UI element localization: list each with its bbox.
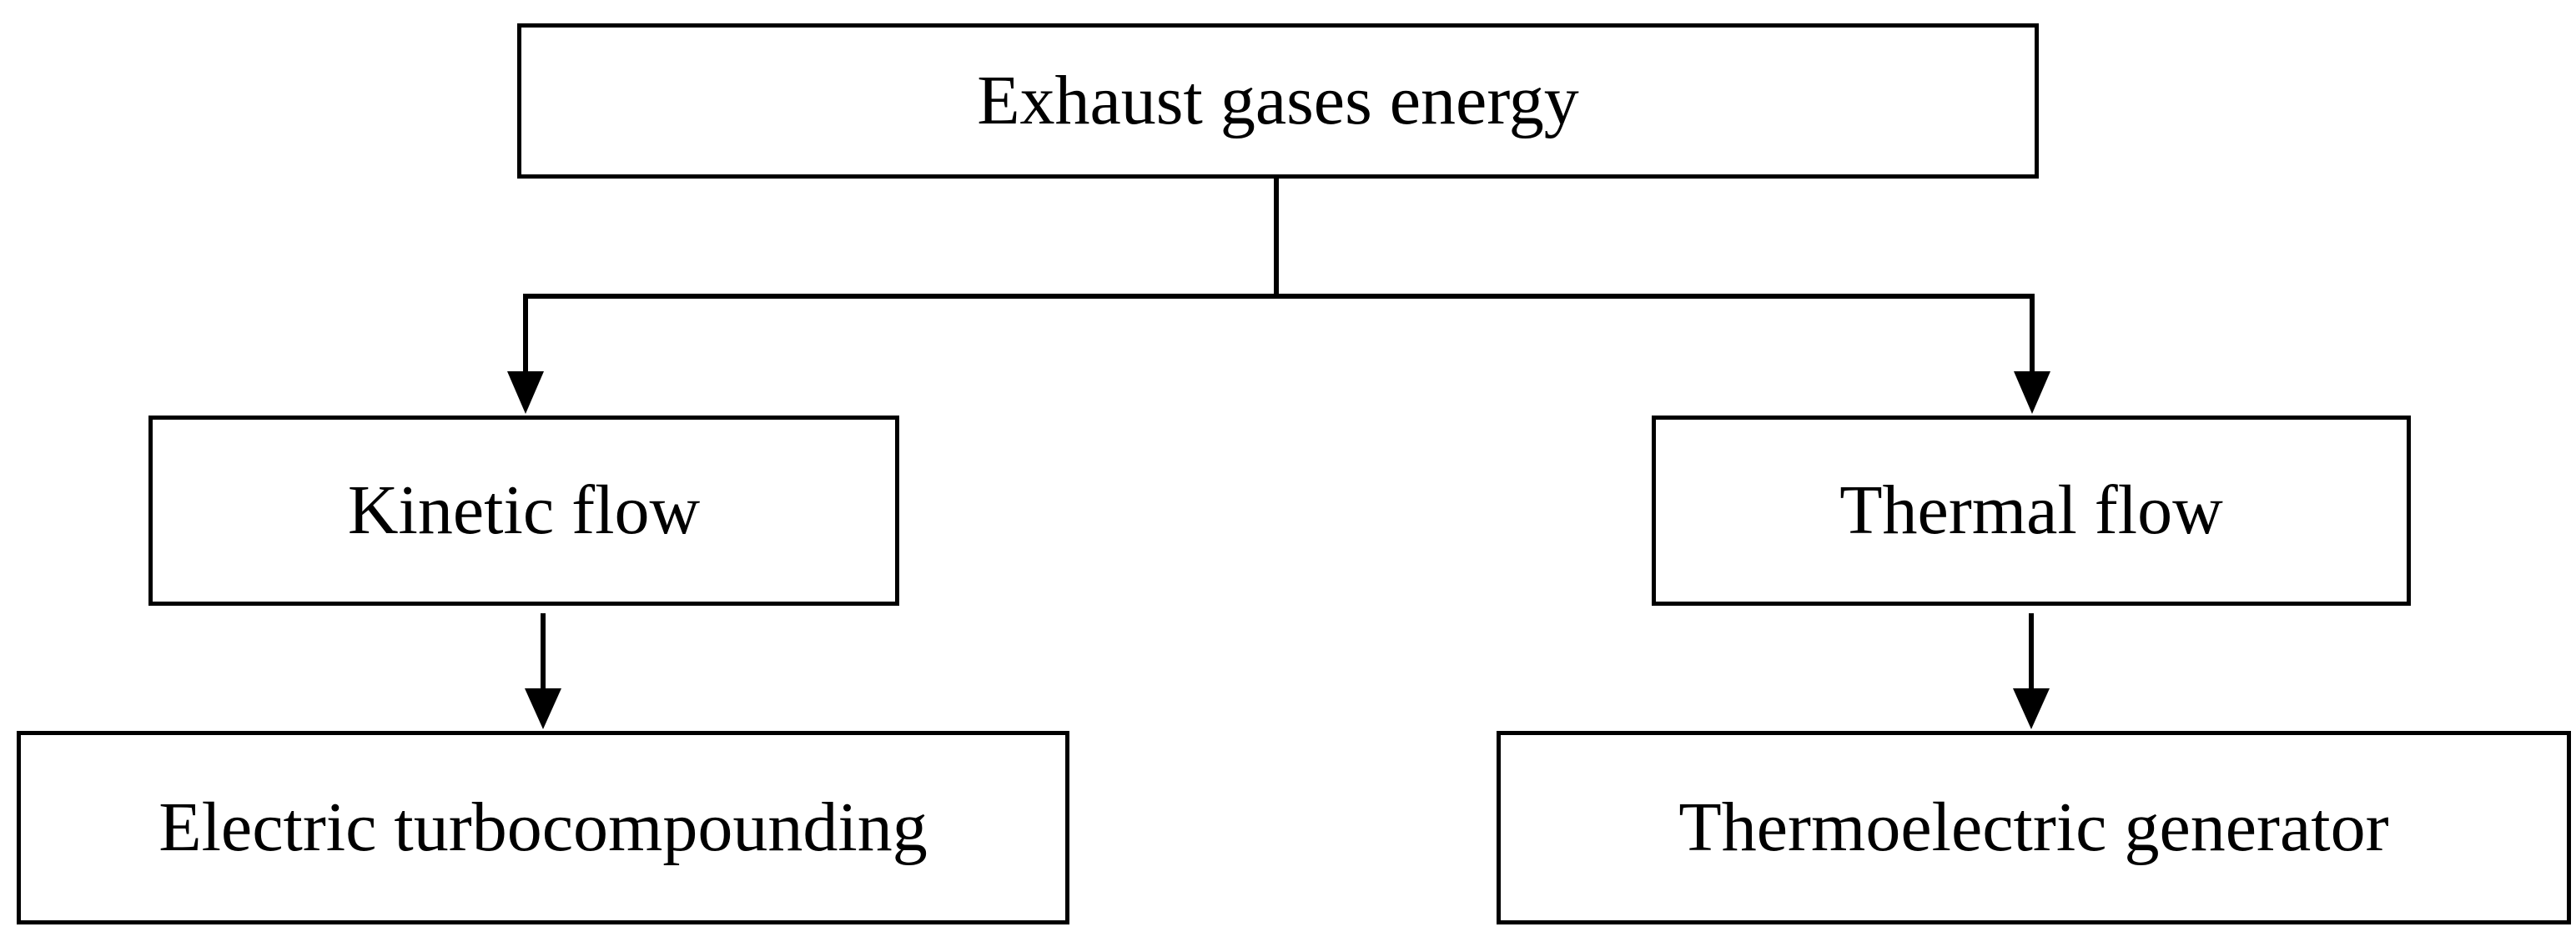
exhaust-gases-energy-box: Exhaust gases energy <box>517 23 2039 179</box>
electric-turbocompounding-box: Electric turbocompounding <box>17 731 1069 924</box>
thermal-flow-label: Thermal flow <box>1839 471 2223 549</box>
kinetic-flow-box: Kinetic flow <box>148 416 899 606</box>
kinetic-arrowhead <box>507 371 544 414</box>
exhaust-gases-energy-label: Exhaust gases energy <box>977 62 1579 139</box>
kinetic-flow-label: Kinetic flow <box>347 471 701 549</box>
thermal-arrowhead <box>2014 371 2050 414</box>
teg-arrowhead <box>2013 688 2050 729</box>
etc-arrowhead <box>525 688 561 729</box>
thermoelectric-generator-label: Thermoelectric generator <box>1678 788 2389 866</box>
thermoelectric-generator-box: Thermoelectric generator <box>1497 731 2571 924</box>
electric-turbocompounding-label: Electric turbocompounding <box>158 788 928 866</box>
thermal-flow-box: Thermal flow <box>1652 416 2411 606</box>
